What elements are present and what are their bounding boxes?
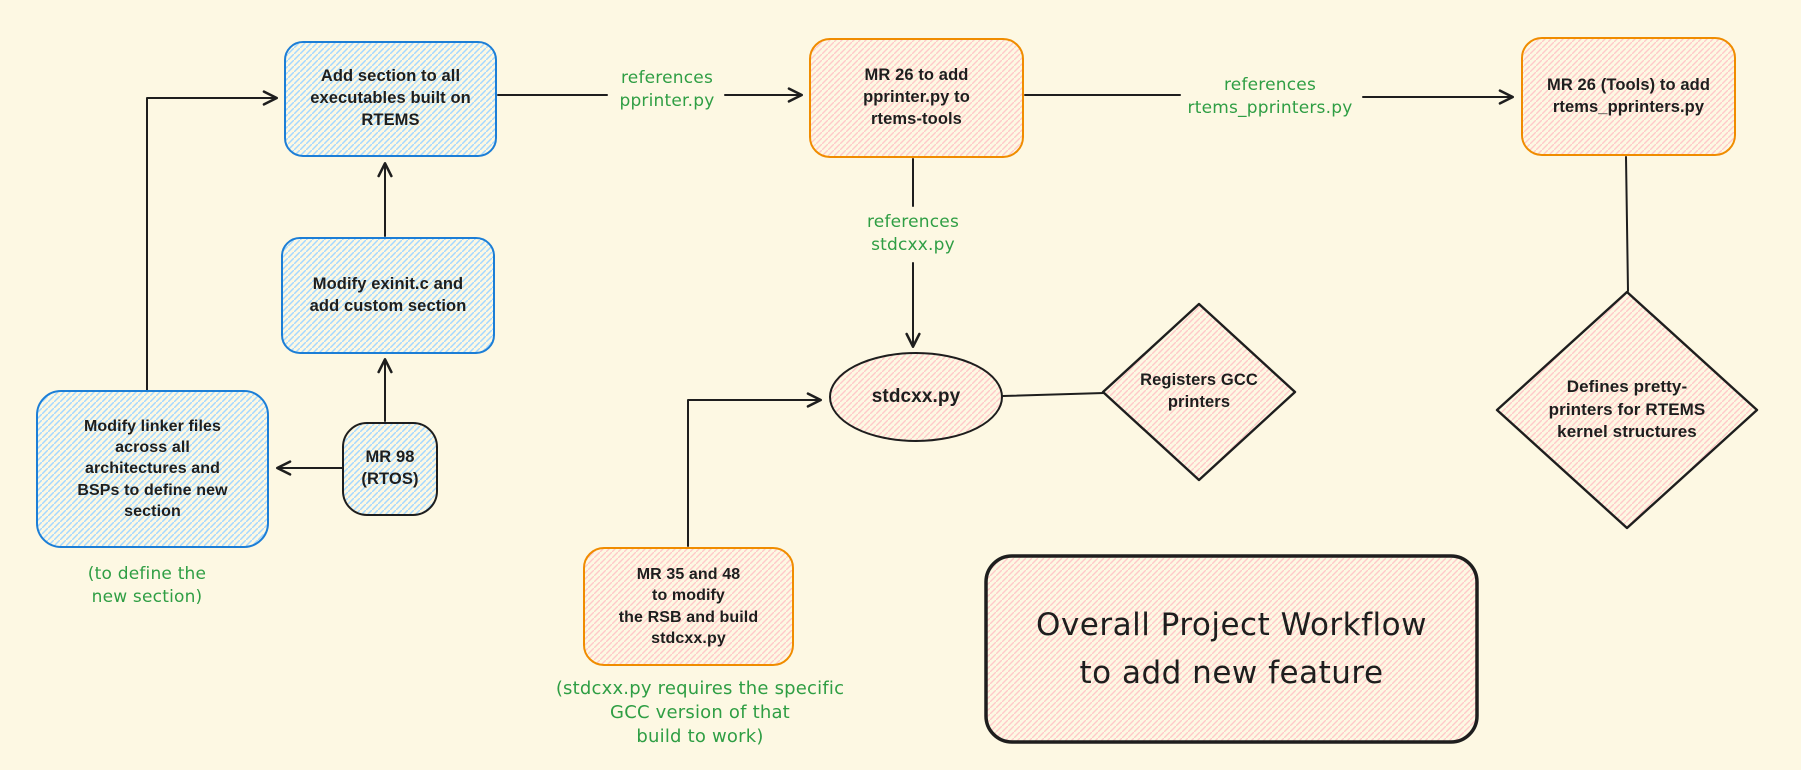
mr26-rtems-tools-node: [809, 38, 1024, 158]
arrow-mr35-to-stdcxx: [687, 392, 822, 547]
title-box: [984, 554, 1479, 744]
line-mr26tools-to-defines: [1625, 156, 1629, 292]
line-stdcxx-to-registers: [1002, 392, 1105, 397]
modify-linker-node: [36, 390, 269, 548]
registers-gcc-diamond-node: [1101, 302, 1297, 482]
modify-exinit-node: [281, 237, 495, 354]
mr35-48-node: [583, 547, 794, 666]
defines-pretty-diamond-node: [1495, 290, 1759, 530]
stdcxx-ellipse-node: [829, 352, 1003, 442]
add-section-node: [284, 41, 497, 157]
mr98-node: [342, 422, 438, 516]
mr26-tools-node: [1521, 37, 1736, 156]
arrow-linker-to-add-section: [146, 90, 278, 391]
